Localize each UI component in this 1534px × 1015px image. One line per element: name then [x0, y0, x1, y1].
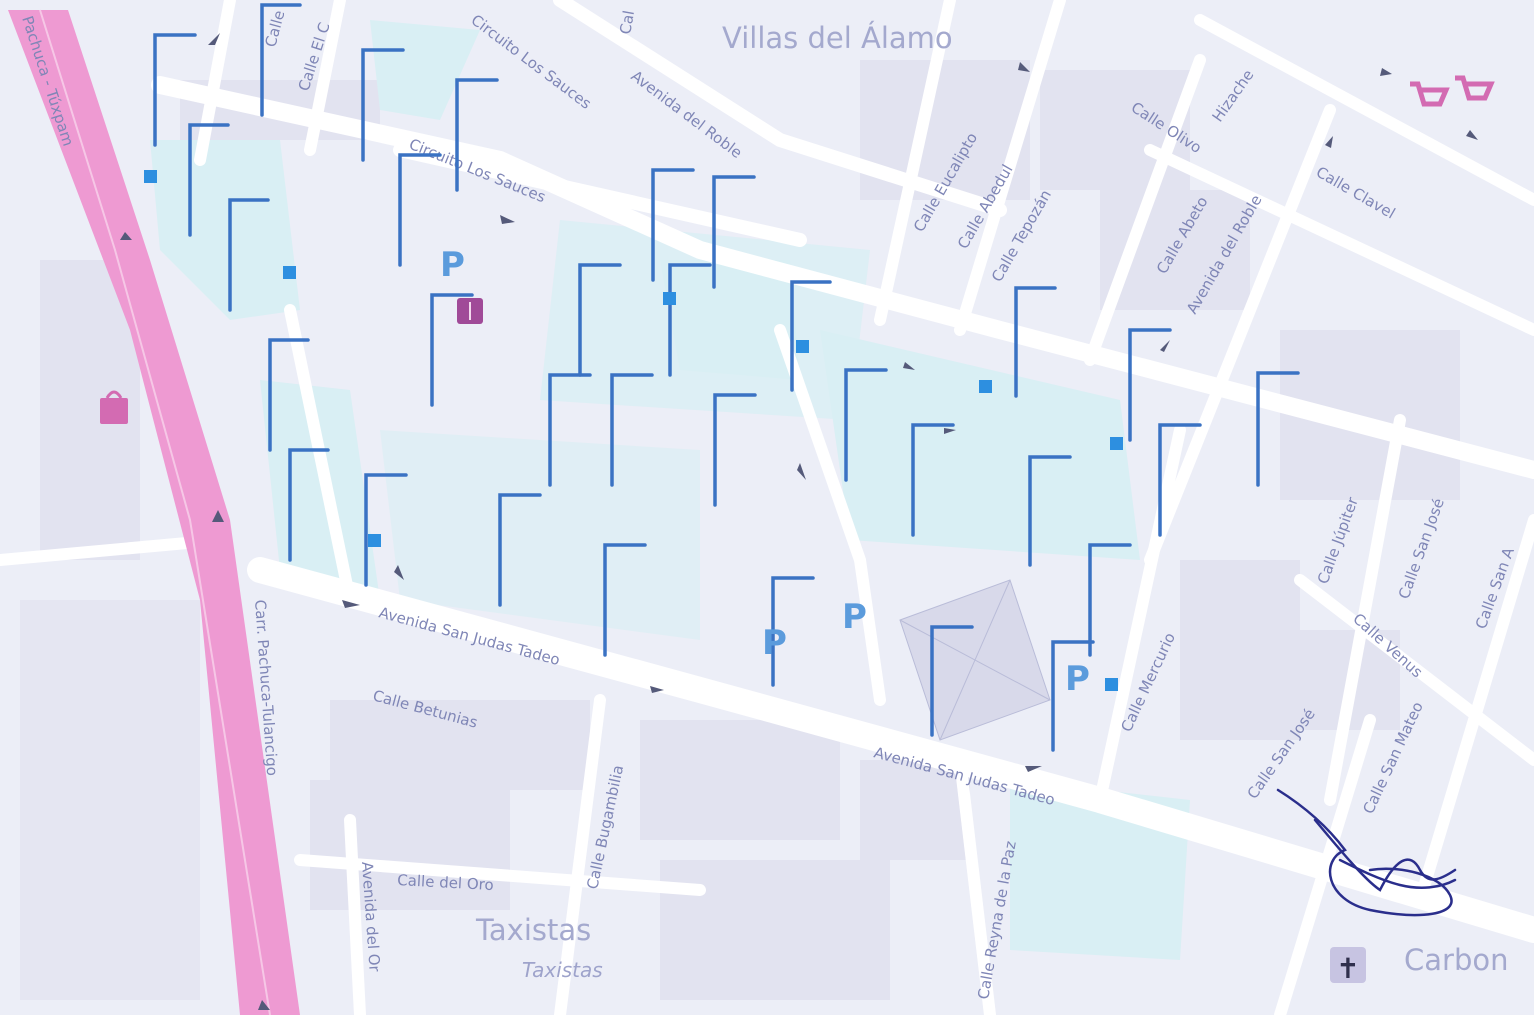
- street-label: Cal: [616, 9, 638, 36]
- one-way-arrow-icon: [1380, 68, 1392, 76]
- street-lamp-icon: [1028, 455, 1072, 567]
- plaza-area: [899, 579, 1051, 741]
- street-lamp-icon: [1158, 423, 1202, 537]
- street-lamp-icon: [1014, 286, 1057, 398]
- point-marker-icon: [663, 292, 676, 305]
- shopping-bag-icon: [100, 390, 128, 424]
- one-way-arrow-icon: [944, 428, 956, 434]
- street-lamp-icon: [260, 3, 302, 117]
- point-marker-icon: [283, 266, 296, 279]
- one-way-arrows: [120, 33, 1478, 1010]
- one-way-arrow-icon: [120, 232, 132, 240]
- street-lamps: [153, 3, 1300, 752]
- church-cross-icon: ✝: [1330, 947, 1366, 985]
- one-way-arrow-icon: [903, 362, 915, 370]
- point-marker-icon: [144, 170, 157, 183]
- neighborhood-labels: Villas del Álamo Taxistas Taxistas Carbo…: [475, 21, 1508, 982]
- parking-icon: P: [1065, 659, 1090, 699]
- one-way-arrow-icon: [1018, 62, 1030, 72]
- street-lamp-icon: [603, 543, 647, 657]
- street-lamp-icon: [610, 373, 654, 487]
- street-lamp-icon: [1256, 371, 1300, 487]
- one-way-arrow-icon: [342, 600, 360, 608]
- street-label: Calle del Oro: [397, 871, 494, 894]
- one-way-arrow-icon: [797, 463, 806, 480]
- point-marker-icon: [1105, 678, 1118, 691]
- one-way-arrow-icon: [394, 565, 404, 580]
- parking-icons: P P P P: [440, 245, 1090, 699]
- one-way-arrow-icon: [500, 215, 515, 224]
- point-marker-icon: [796, 340, 809, 353]
- one-way-arrow-icon: [258, 1000, 270, 1010]
- highway-carr-pachuca: [8, 9, 300, 1015]
- street-lamp-icon: [498, 493, 542, 607]
- one-way-arrow-icon: [1160, 340, 1170, 352]
- street-lamp-icon: [578, 263, 622, 377]
- parking-icon: P: [440, 245, 465, 285]
- one-way-arrow-icon: [208, 33, 220, 45]
- one-way-arrow-icon: [212, 510, 224, 522]
- point-marker-icon: [368, 534, 381, 547]
- handwritten-signature: [1276, 788, 1457, 917]
- street-lamp-icon: [288, 448, 330, 562]
- street-lamp-icon: [844, 368, 888, 482]
- street-lamp-icon: [188, 123, 230, 237]
- street-lamp-icon: [361, 48, 405, 162]
- street-lamp-icon: [455, 78, 499, 192]
- street-lamp-icon: [1128, 328, 1172, 442]
- street-lamp-icon: [668, 263, 712, 377]
- one-way-arrow-icon: [1025, 766, 1042, 772]
- neighborhood-label-villas: Villas del Álamo: [722, 21, 953, 55]
- street-lamp-icon: [930, 625, 974, 737]
- neighborhood-label-carbon: Carbon: [1404, 943, 1508, 977]
- one-way-arrow-icon: [1466, 130, 1478, 140]
- street-lamp-icon: [712, 175, 756, 289]
- parking-icon: P: [842, 597, 867, 637]
- street-lamp-icon: [1051, 640, 1095, 752]
- street-lamp-icon: [364, 473, 408, 587]
- neighborhood-label-taxistas: Taxistas: [475, 913, 591, 947]
- neighborhood-sublabel-taxistas: Taxistas: [522, 958, 603, 982]
- point-marker-icon: [1110, 437, 1123, 450]
- street-lamp-icon: [268, 338, 310, 452]
- svg-text:✝: ✝: [1336, 952, 1359, 985]
- street-lamp-icon: [911, 423, 955, 537]
- street-lamp-icon: [228, 198, 270, 312]
- book-icon: [457, 298, 483, 324]
- street-lamp-icon: [771, 576, 815, 687]
- one-way-arrow-icon: [650, 686, 664, 693]
- street-lamp-icon: [153, 33, 197, 147]
- street-lamp-icon: [430, 293, 474, 407]
- street-lamp-icon: [790, 280, 832, 392]
- street-lamp-icon: [398, 153, 442, 267]
- shopping-cart-icon: [1410, 75, 1495, 107]
- point-markers: [144, 170, 1123, 691]
- street-lamp-icon: [1088, 543, 1132, 657]
- point-marker-icon: [979, 380, 992, 393]
- street-lamp-icon: [713, 393, 757, 507]
- one-way-arrow-icon: [1325, 136, 1333, 148]
- street-lamp-icon: [651, 168, 695, 282]
- street-lamp-icon: [548, 373, 592, 487]
- parking-icon: P: [762, 623, 787, 663]
